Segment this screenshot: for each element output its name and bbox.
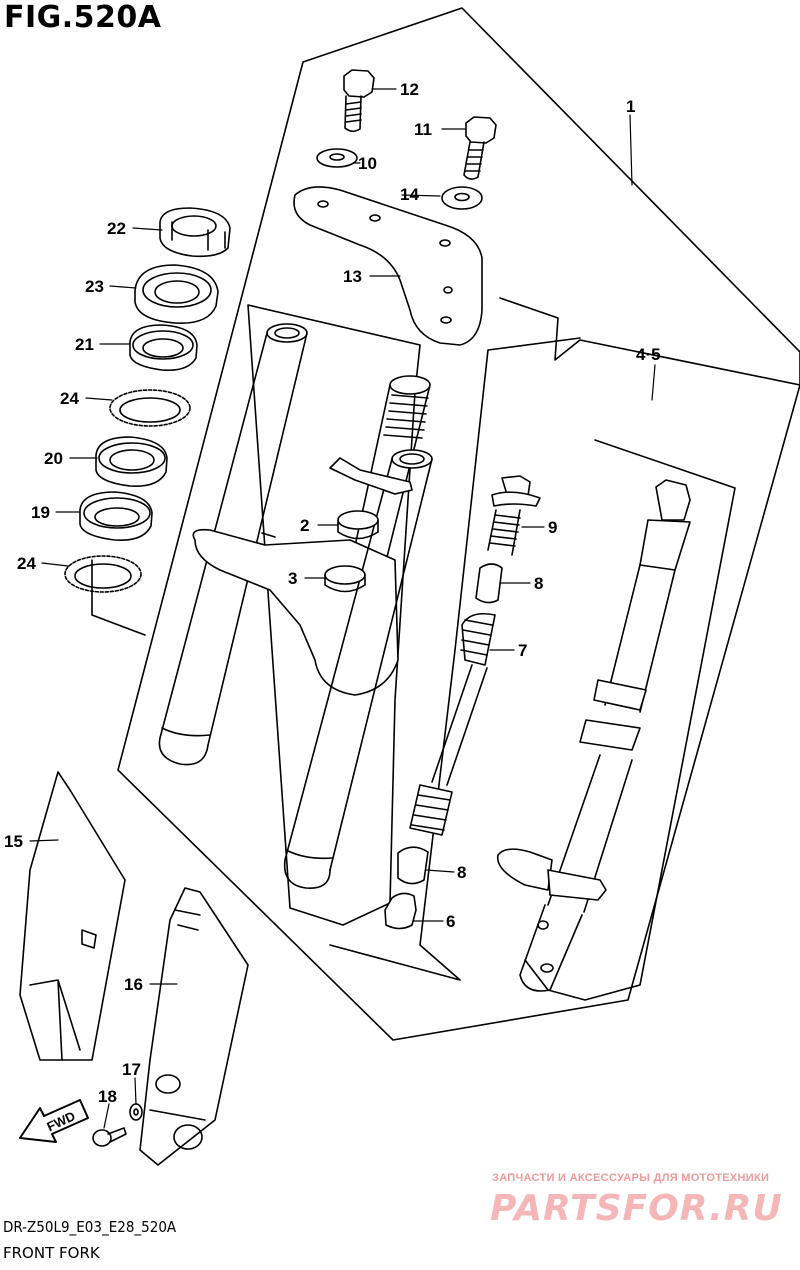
fork-guard-15 [19, 771, 126, 1061]
bearing-24-lower [64, 555, 142, 593]
bolt-12 [343, 69, 375, 133]
callout-8-upper: 8 [534, 574, 543, 593]
cap-bolt-9 [487, 475, 541, 556]
inner-outline-45 [524, 439, 736, 1001]
callout-24-lower: 24 [17, 554, 36, 573]
callout-18: 18 [98, 1087, 117, 1106]
callout-7: 7 [518, 641, 527, 660]
callout-16: 16 [124, 975, 143, 994]
race-20 [95, 436, 168, 488]
collar-8-lower [397, 846, 429, 885]
callout-19: 19 [31, 503, 50, 522]
figure-code: DR-Z50L9_E03_E28_520A [3, 1218, 177, 1236]
fork-tube-left [158, 323, 308, 766]
fork-guard-16 [139, 887, 249, 1166]
assembly-outline-1 [117, 7, 800, 1041]
watermark-logo: PARTSFOR.RU [490, 1188, 783, 1229]
bolt-11 [463, 116, 497, 180]
race-19 [79, 491, 153, 542]
leader-lines [29, 88, 656, 1129]
callout-10: 10 [358, 154, 377, 173]
upper-bracket-13 [293, 186, 483, 346]
stem-outline [247, 304, 421, 926]
inner-tube-assembly [496, 479, 691, 992]
callout-9: 9 [548, 518, 557, 537]
washer-14 [441, 186, 483, 210]
bearing-24-upper [109, 389, 191, 427]
seal-2 [337, 510, 379, 540]
watermark-tagline: ЗАПЧАСТИ И АКСЕССУАРЫ ДЛЯ МОТОТЕХНИКИ [492, 1172, 770, 1184]
steering-stem [351, 375, 431, 566]
figure-caption: FRONT FORK [3, 1244, 100, 1262]
assembly-outline-45 [499, 297, 800, 386]
bearing-group-bracket [91, 559, 146, 636]
collar-8-upper [475, 563, 503, 604]
callout-11: 11 [414, 120, 432, 139]
dust-seal-23 [134, 264, 219, 324]
spring-7 [409, 612, 496, 836]
callout-24-upper: 24 [60, 389, 79, 408]
callout-8-lower: 8 [457, 863, 466, 882]
callout-22: 22 [107, 219, 126, 238]
seal-3 [324, 565, 366, 593]
callout-21: 21 [75, 335, 94, 354]
callout-12: 12 [400, 80, 419, 99]
lock-nut-22 [159, 207, 231, 258]
callout-1: 1 [626, 97, 635, 116]
piston-6 [384, 892, 417, 930]
callout-15: 15 [4, 832, 23, 851]
race-21 [129, 324, 198, 372]
callout-17: 17 [122, 1060, 141, 1079]
callout-2: 2 [300, 516, 309, 535]
washer-17 [129, 1103, 143, 1121]
callout-6: 6 [446, 912, 455, 931]
callout-4-5: 4·5 [636, 345, 661, 364]
figure-title: FIG.520A [4, 0, 162, 35]
callout-20: 20 [44, 449, 63, 468]
callout-14: 14 [400, 185, 419, 204]
fwd-arrow-icon [19, 1099, 89, 1143]
stem-clip [329, 457, 413, 495]
screw-18 [92, 1127, 127, 1147]
washer-10 [316, 148, 358, 168]
callout-13: 13 [343, 267, 362, 286]
callout-3: 3 [288, 569, 297, 588]
callout-23: 23 [85, 277, 104, 296]
